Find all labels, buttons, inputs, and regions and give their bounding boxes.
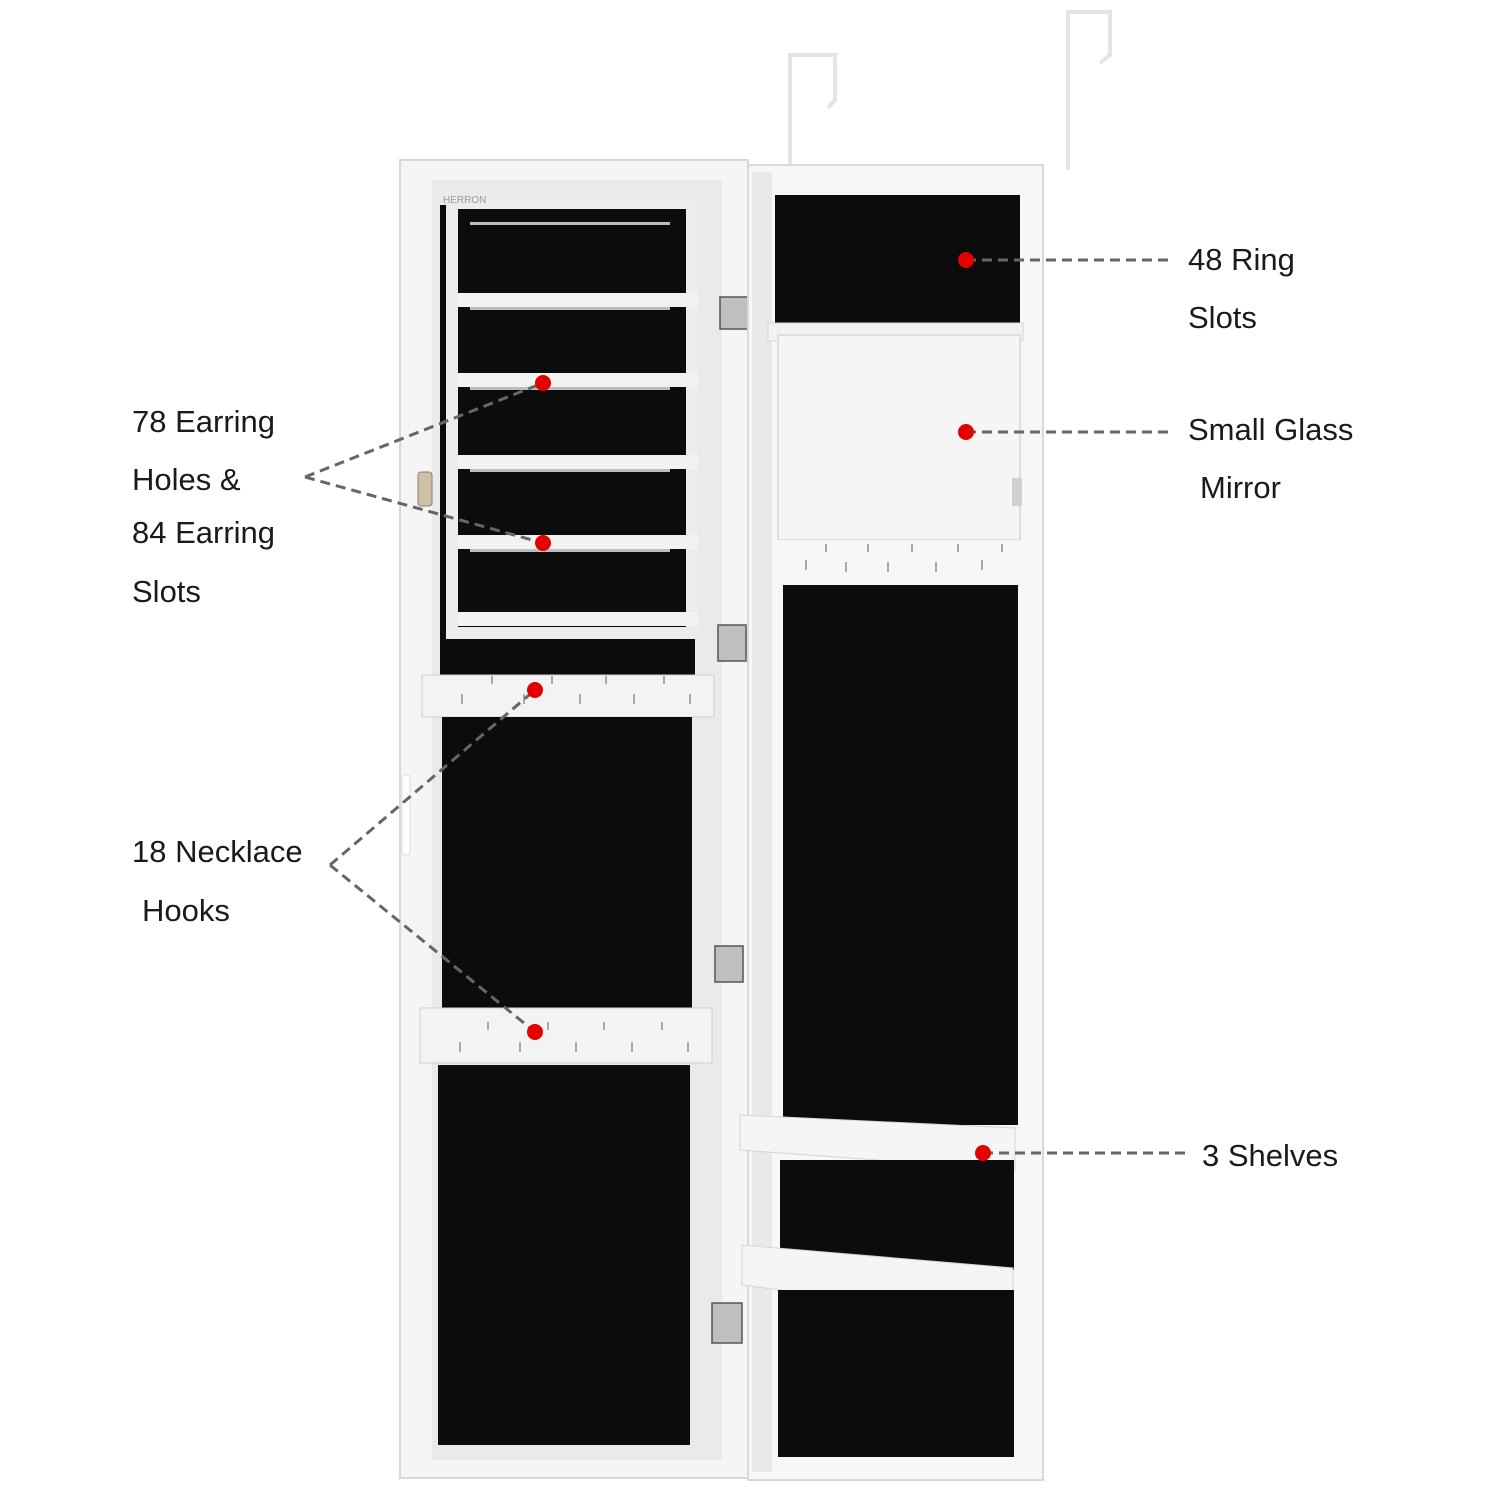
cabinet-hooks bbox=[805, 544, 1003, 572]
marker-necklace-lower bbox=[527, 1024, 543, 1040]
earring-bar bbox=[458, 373, 698, 387]
label-earrings-2: Holes & bbox=[132, 462, 241, 497]
earring-bar bbox=[458, 612, 698, 626]
right-hook bbox=[1066, 10, 1112, 170]
marker-ring-slots bbox=[958, 252, 974, 268]
earring-frame-border bbox=[446, 197, 698, 639]
over-door-hooks bbox=[788, 10, 1112, 172]
shelf-upper bbox=[739, 1114, 1016, 1171]
marker-shelves bbox=[975, 1145, 991, 1161]
hinge-upper-middle bbox=[717, 624, 747, 662]
label-mirror-2: Mirror bbox=[1200, 470, 1281, 505]
door-handle-slot bbox=[401, 774, 411, 856]
necklace-hooks-lower bbox=[459, 1022, 689, 1052]
label-earrings-3: 84 Earring bbox=[132, 515, 276, 550]
hinge-lower-middle bbox=[714, 945, 744, 983]
left-door-lining-middle bbox=[442, 717, 692, 1010]
cabinet-lining-bottom bbox=[778, 1290, 1014, 1457]
label-earrings-4: Slots bbox=[132, 574, 201, 609]
door-latch bbox=[417, 471, 433, 507]
left-door: HERRON bbox=[399, 159, 749, 1479]
earring-bar bbox=[458, 455, 698, 469]
label-earrings-1: 78 Earring bbox=[132, 404, 276, 439]
brand-logo: HERRON bbox=[443, 195, 486, 206]
small-glass-mirror bbox=[777, 334, 1021, 541]
label-shelves: 3 Shelves bbox=[1202, 1138, 1339, 1173]
label-mirror-1: Small Glass bbox=[1188, 412, 1354, 447]
marker-mirror bbox=[958, 424, 974, 440]
necklace-bar-lower bbox=[419, 1007, 713, 1064]
necklace-bar-upper bbox=[421, 674, 715, 718]
leader-earrings-upper bbox=[304, 381, 544, 479]
label-ring-slots-1: 48 Ring bbox=[1188, 242, 1295, 277]
marker-earrings-lower bbox=[535, 535, 551, 551]
earring-slots bbox=[470, 222, 670, 552]
callout-markers bbox=[527, 252, 991, 1161]
necklace-hooks-upper bbox=[461, 676, 691, 704]
label-necklace-2: Hooks bbox=[142, 893, 230, 928]
cabinet-lining-main bbox=[783, 585, 1018, 1125]
earring-bar bbox=[458, 535, 698, 549]
leader-necklace-upper bbox=[329, 688, 536, 867]
label-necklace-1: 18 Necklace bbox=[132, 834, 303, 869]
marker-earrings-upper bbox=[535, 375, 551, 391]
cabinet-body bbox=[739, 164, 1044, 1481]
marker-necklace-upper bbox=[527, 682, 543, 698]
hinges bbox=[711, 296, 749, 1344]
left-hook bbox=[788, 53, 837, 172]
left-door-lining-upper bbox=[440, 205, 695, 675]
leader-earrings-lower bbox=[304, 475, 544, 545]
mirror-clasp bbox=[1012, 478, 1022, 506]
earring-bar bbox=[458, 293, 698, 307]
leader-lines bbox=[304, 258, 1186, 1155]
earring-frame bbox=[446, 197, 698, 639]
label-ring-slots-2: Slots bbox=[1188, 300, 1257, 335]
hinge-top bbox=[719, 296, 749, 330]
cabinet-hook-bar bbox=[775, 540, 1020, 585]
hinge-bottom bbox=[711, 1302, 743, 1344]
left-door-lining-lower bbox=[438, 1065, 690, 1445]
leader-necklace-lower bbox=[329, 863, 536, 1034]
ring-slot-panel bbox=[775, 195, 1020, 323]
